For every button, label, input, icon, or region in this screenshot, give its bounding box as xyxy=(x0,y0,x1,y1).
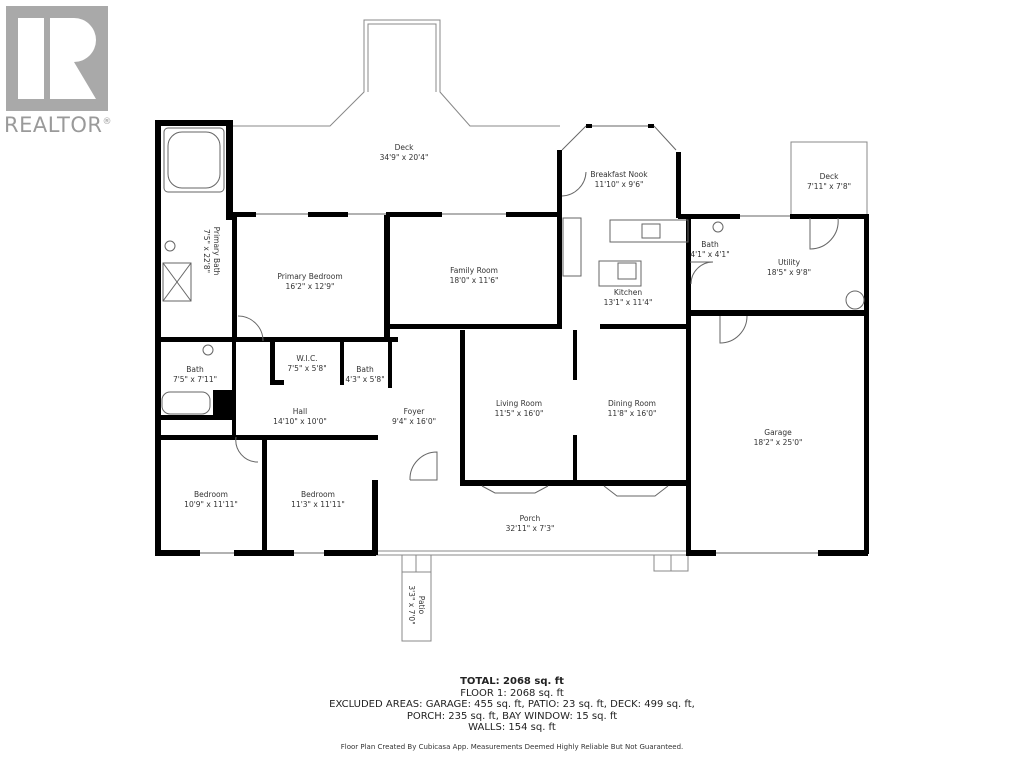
room-name: Primary Bedroom xyxy=(277,272,343,281)
room-dims: 4'1" x 4'1" xyxy=(690,250,730,259)
walls-area: WALLS: 154 sq. ft xyxy=(468,722,556,733)
room-dims: 7'11" x 7'8" xyxy=(806,182,852,191)
walls xyxy=(155,120,869,556)
room-name: Bedroom xyxy=(194,490,228,499)
room-dims: 10'9" x 11'11" xyxy=(184,500,238,509)
realtor-logo-text: REALTOR® xyxy=(4,113,112,137)
floor-plan-drawing xyxy=(155,19,869,642)
room-name: Foyer xyxy=(403,407,425,416)
room-dims: 11'3" x 11'11" xyxy=(291,500,345,509)
room-name: Utility xyxy=(777,258,801,267)
room-dims: 18'5" x 9'8" xyxy=(766,268,812,277)
logo-word: REALTOR xyxy=(4,113,103,137)
fixtures xyxy=(161,125,865,554)
room-name: Deck xyxy=(394,143,414,152)
registered-mark: ® xyxy=(102,117,112,127)
room-dims: 7'5" x 22'8" xyxy=(202,228,211,274)
deck-outline xyxy=(232,19,560,127)
room-dims: 14'10" x 10'0" xyxy=(273,417,327,426)
floor1-area: FLOOR 1: 2068 sq. ft xyxy=(460,687,564,699)
room-name: Porch xyxy=(519,514,541,523)
excluded-areas-line2: PORCH: 235 sq. ft, BAY WINDOW: 15 sq. ft xyxy=(406,710,618,722)
total-area: TOTAL: 2068 sq. ft xyxy=(460,676,564,687)
credit-note: Floor Plan Created By Cubicasa App. Meas… xyxy=(340,743,684,751)
room-name: Bath xyxy=(701,240,719,249)
room-dims: 34'9" x 20'4" xyxy=(379,153,429,162)
room-dims: 11'5" x 16'0" xyxy=(494,409,544,418)
room-name: Family Room xyxy=(450,266,498,275)
logo-stem-shape xyxy=(18,18,44,99)
room-dims: 7'5" x 5'8" xyxy=(287,364,327,373)
room-name: Bath xyxy=(186,365,204,374)
room-dims: 7'5" x 7'11" xyxy=(172,375,218,384)
room-name: Deck xyxy=(819,172,839,181)
room-dims: 18'0" x 11'6" xyxy=(449,276,499,285)
realtor-logo xyxy=(6,6,108,111)
excluded-areas-line1: EXCLUDED AREAS: GARAGE: 455 sq. ft, PATI… xyxy=(329,699,695,710)
logo-r-shape xyxy=(50,18,96,99)
room-name: Primary Bath xyxy=(212,226,221,276)
room-name: W.I.C. xyxy=(296,354,318,363)
room-dims: 16'2" x 12'9" xyxy=(285,282,335,291)
room-dims: 3'3" x 7'0" xyxy=(407,585,416,625)
room-dims: 11'10" x 9'6" xyxy=(594,180,644,189)
room-dims: 4'3" x 5'8" xyxy=(345,375,385,384)
room-label-wic: W.I.C.7'5" x 5'8" xyxy=(287,354,326,374)
room-dims: 13'1" x 11'4" xyxy=(603,298,653,307)
room-dims: 18'2" x 25'0" xyxy=(753,438,803,447)
room-name: Patio xyxy=(417,595,426,615)
room-name: Bath xyxy=(356,365,374,374)
room-name: Hall xyxy=(292,407,308,416)
room-name: Garage xyxy=(764,428,792,437)
room-name: Bedroom xyxy=(301,490,335,499)
room-name: Dining Room xyxy=(608,399,656,408)
room-name: Kitchen xyxy=(613,288,643,297)
room-name: Breakfast Nook xyxy=(590,170,648,179)
room-dims: 9'4" x 16'0" xyxy=(391,417,437,426)
room-dims: 11'8" x 16'0" xyxy=(607,409,657,418)
room-dims: 32'11" x 7'3" xyxy=(505,524,555,533)
room-name: Living Room xyxy=(495,399,543,408)
area-summary: TOTAL: 2068 sq. ft FLOOR 1: 2068 sq. ft … xyxy=(0,676,1024,734)
